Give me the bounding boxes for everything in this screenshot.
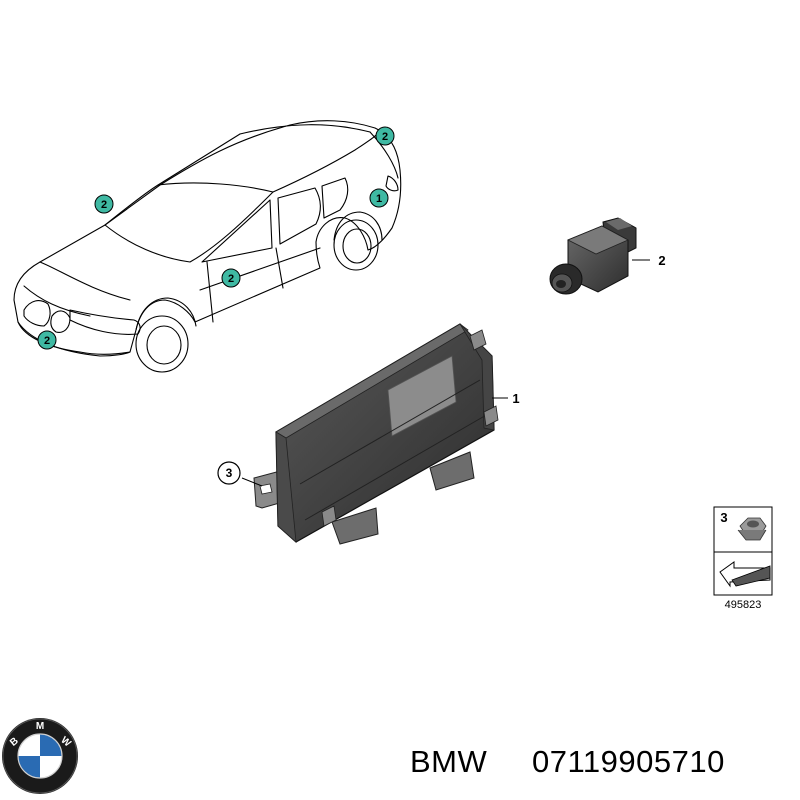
callout-front-door-left-label: 2 xyxy=(101,199,107,211)
callout-rear-right[interactable]: 1 xyxy=(369,188,389,208)
part-number: 07119905710 xyxy=(532,744,725,779)
logo-letter-m: M xyxy=(36,721,44,732)
callout-rear-top[interactable]: 2 xyxy=(375,126,395,146)
callout-rear-top-label: 2 xyxy=(382,131,388,143)
bmw-logo: B M W xyxy=(2,718,78,794)
car-outline xyxy=(13,120,402,373)
callout-center-door[interactable]: 2 xyxy=(221,268,241,288)
legend-item-number: 3 xyxy=(720,510,727,525)
callout-front-bumper-label: 2 xyxy=(44,335,50,347)
callout-nut-label: 3 xyxy=(226,466,233,480)
callout-front-door-left[interactable]: 2 xyxy=(94,194,114,214)
nut-icon xyxy=(737,517,767,541)
legend-box xyxy=(713,506,773,596)
arrow-icon xyxy=(719,561,771,588)
part-label-control-unit: 1 xyxy=(512,391,519,406)
camera-part xyxy=(549,217,650,295)
brand-name: BMW xyxy=(410,744,488,779)
control-unit-part xyxy=(241,323,508,545)
diagram-id: 495823 xyxy=(725,599,762,611)
callout-center-door-label: 2 xyxy=(228,273,234,285)
callout-nut[interactable]: 3 xyxy=(217,461,241,485)
callout-front-bumper[interactable]: 2 xyxy=(37,330,57,350)
part-label-camera: 2 xyxy=(658,253,665,268)
callout-rear-right-label: 1 xyxy=(376,193,382,205)
